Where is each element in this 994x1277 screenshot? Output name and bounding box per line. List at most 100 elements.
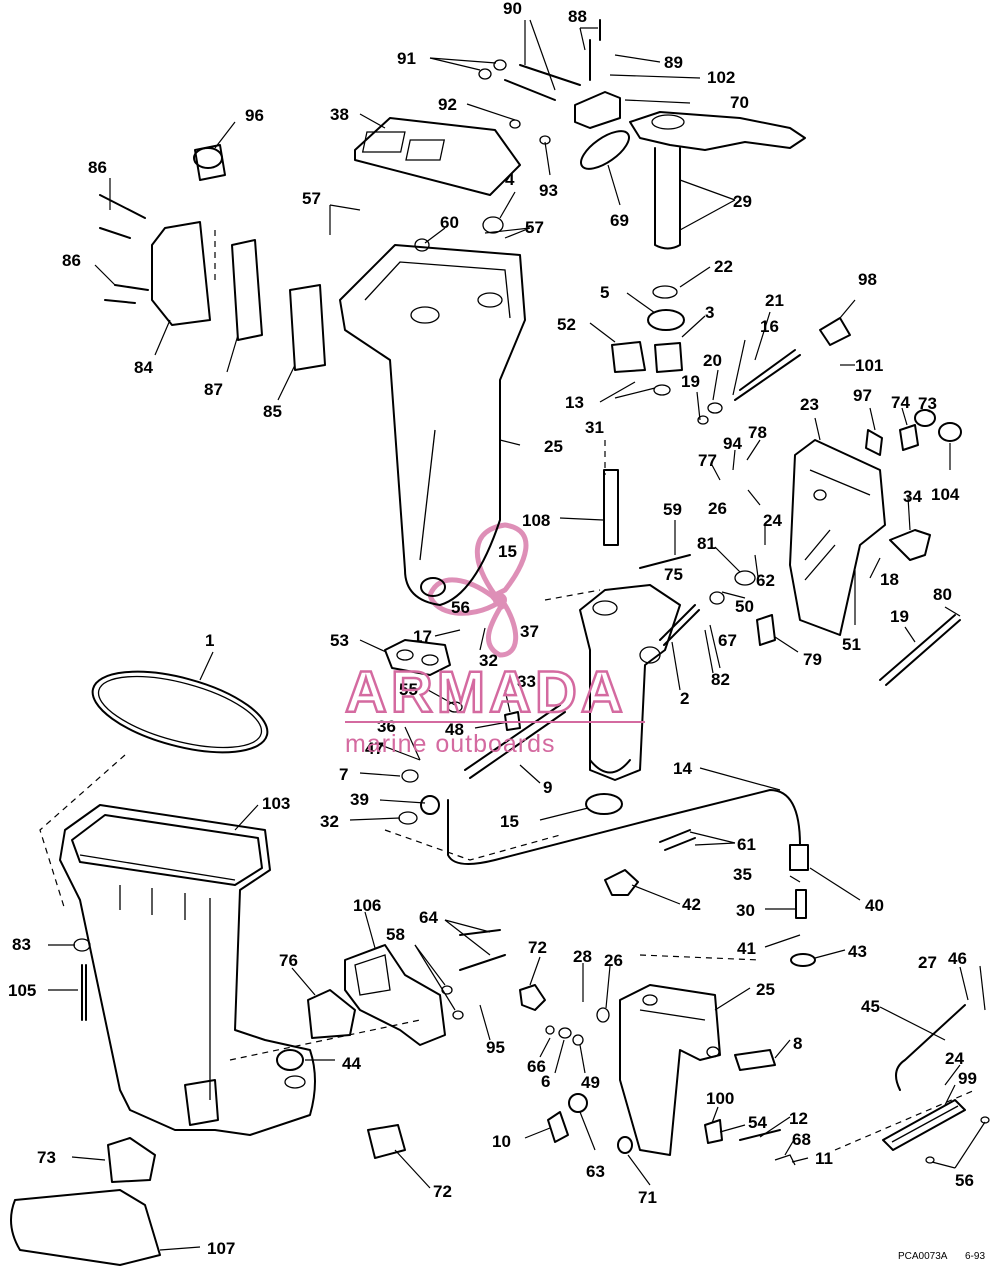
part-callout: 7 xyxy=(339,765,348,784)
ground-strap-44 xyxy=(882,1004,990,1164)
part-callout: 85 xyxy=(263,402,282,421)
part-callout: 88 xyxy=(568,7,587,26)
part-callout: 87 xyxy=(204,380,223,399)
part-callout: 106 xyxy=(353,896,381,915)
part-callout: 89 xyxy=(664,53,683,72)
part-callout: 27 xyxy=(918,953,937,972)
part-callout: 30 xyxy=(736,901,755,920)
part-callout: 58 xyxy=(386,925,405,944)
swivel-bracket-1 xyxy=(579,584,681,781)
seal-ring-55 xyxy=(91,670,269,754)
part-callout: 40 xyxy=(865,896,884,915)
part-callout: 74 xyxy=(891,393,910,412)
part-callout: 81 xyxy=(697,534,716,553)
part-callout: 14 xyxy=(673,759,692,778)
part-callout: 41 xyxy=(737,939,756,958)
rubber-mount-72 xyxy=(107,989,356,1183)
part-callout: 51 xyxy=(842,635,861,654)
part-callout: 22 xyxy=(714,257,733,276)
part-callout: 42 xyxy=(682,895,701,914)
part-callout: 39 xyxy=(350,790,369,809)
part-callout: 94 xyxy=(723,434,742,453)
lower-parts-65-71 xyxy=(10,1124,406,1266)
part-callout: 19 xyxy=(681,372,700,391)
part-callout: 60 xyxy=(440,213,459,232)
part-callout: 32 xyxy=(320,812,339,831)
part-callout: 57 xyxy=(525,218,544,237)
part-callout: 50 xyxy=(735,597,754,616)
part-callout: 17 xyxy=(413,627,432,646)
part-callout: 18 xyxy=(880,570,899,589)
part-callout: 91 xyxy=(397,49,416,68)
part-callout: 78 xyxy=(748,423,767,442)
part-callout: 67 xyxy=(718,631,737,650)
part-callout: 43 xyxy=(848,942,867,961)
part-callout: 86 xyxy=(88,158,107,177)
part-callout: 20 xyxy=(703,351,722,370)
part-callout: 72 xyxy=(433,1182,452,1201)
part-callout: 73 xyxy=(918,394,937,413)
part-callout: 4 xyxy=(505,170,515,189)
part-callout: 23 xyxy=(800,395,819,414)
part-callout: 71 xyxy=(638,1188,657,1207)
part-callout: 9 xyxy=(543,778,552,797)
part-callout: 28 xyxy=(573,947,592,966)
part-callout: 5 xyxy=(600,283,609,302)
part-callout: 13 xyxy=(565,393,584,412)
part-callout: 26 xyxy=(708,499,727,518)
part-callout: 86 xyxy=(62,251,81,270)
part-callout: 99 xyxy=(958,1069,977,1088)
part-callout: 93 xyxy=(539,181,558,200)
part-callout: 107 xyxy=(207,1239,235,1258)
leader-lines xyxy=(48,19,986,1251)
part-callout: 12 xyxy=(789,1109,808,1128)
part-callout: 95 xyxy=(486,1038,505,1057)
part-callout: 104 xyxy=(931,485,960,504)
part-callout: 19 xyxy=(890,607,909,626)
part-callout: 108 xyxy=(522,511,550,530)
stern-bracket-23 xyxy=(789,439,886,636)
mount-gasket-38 xyxy=(354,117,521,196)
part-callout: 76 xyxy=(279,951,298,970)
midsection-housing-61 xyxy=(59,804,316,1136)
part-callout: 44 xyxy=(342,1054,361,1073)
part-callout: 38 xyxy=(330,105,349,124)
part-callout: 48 xyxy=(445,720,464,739)
part-callout: 33 xyxy=(517,672,536,691)
part-callout: 82 xyxy=(711,670,730,689)
part-callout: 55 xyxy=(399,680,418,699)
assembly-guide-lines xyxy=(39,225,976,1151)
part-callout: 37 xyxy=(520,622,539,641)
part-callout: 102 xyxy=(707,68,735,87)
part-callout: 101 xyxy=(855,356,883,375)
small-hardware-lower xyxy=(519,984,796,1166)
part-callout: 11 xyxy=(815,1149,833,1168)
clamp-screw-parts xyxy=(639,529,961,686)
part-callout: 53 xyxy=(330,631,349,650)
part-callout: 46 xyxy=(948,949,967,968)
part-callout: 75 xyxy=(664,565,683,584)
part-callout: 100 xyxy=(706,1089,734,1108)
part-callout: 70 xyxy=(730,93,749,112)
watermark-tagline: marine outboards xyxy=(345,730,556,758)
part-callout: 29 xyxy=(733,192,752,211)
part-callout: 56 xyxy=(451,598,470,617)
part-callout: 6 xyxy=(541,1072,550,1091)
watermark-propeller-icon xyxy=(427,522,529,658)
watermark-brand: ARMADA xyxy=(345,660,627,725)
part-callout: 31 xyxy=(585,418,604,437)
part-callout: 72 xyxy=(528,938,547,957)
part-callout: 15 xyxy=(498,542,517,561)
part-callout: 64 xyxy=(419,908,438,927)
drawing-code: PCA0073A xyxy=(898,1251,948,1262)
pin-108 xyxy=(603,469,619,546)
part-callout: 68 xyxy=(792,1130,811,1149)
part-callout: 45 xyxy=(861,997,880,1016)
watermark: ARMADA marine outboards xyxy=(344,659,645,758)
part-callout: 34 xyxy=(903,487,922,506)
drawing-date: 6-93 xyxy=(965,1251,985,1262)
part-callout: 105 xyxy=(8,981,36,1000)
part-callout: 98 xyxy=(858,270,877,289)
part-callout: 83 xyxy=(12,935,31,954)
stern-bracket-27 xyxy=(619,984,721,1156)
